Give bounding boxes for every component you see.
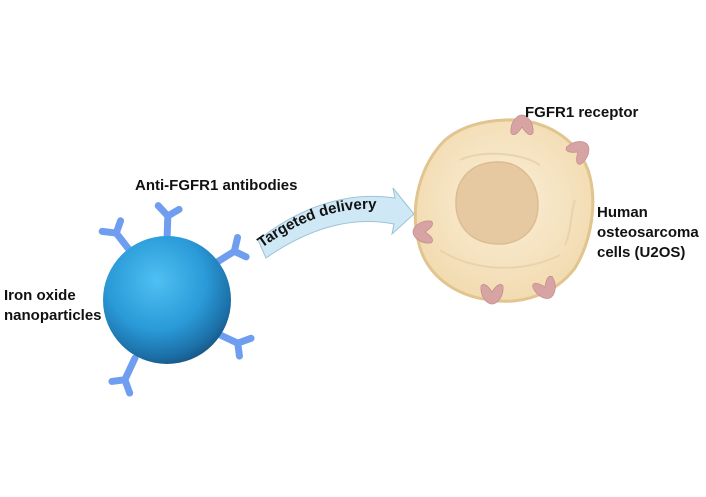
cell-label-line3: cells (U2OS): [597, 244, 685, 261]
antibodies-label: Anti-FGFR1 antibodies: [135, 177, 298, 194]
antibody-icon: [157, 206, 179, 241]
osteosarcoma-cell: [412, 114, 595, 305]
iron-oxide-sphere: [103, 236, 231, 364]
cell-label-line2: osteosarcoma: [597, 224, 699, 241]
nucleus: [455, 161, 539, 245]
nanoparticle: [102, 206, 251, 393]
cell-label-line1: Human: [597, 204, 648, 221]
receptor-label: FGFR1 receptor: [525, 104, 639, 121]
targeted-delivery-arrow: Targeted delivery: [255, 187, 415, 259]
antibody-icon: [111, 353, 144, 393]
nanoparticles-label-line2: nanoparticles: [4, 307, 102, 324]
nanoparticles-label-line1: Iron oxide: [4, 287, 76, 304]
